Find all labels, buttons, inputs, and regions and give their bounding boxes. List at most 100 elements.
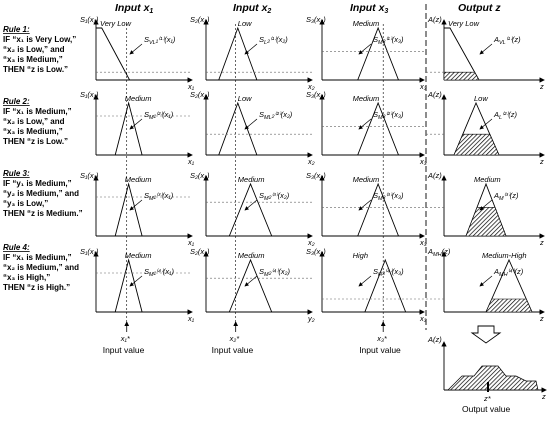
x-axis-label: y₂ — [307, 314, 315, 323]
input-marker-3: x₃*Input value — [359, 24, 401, 355]
rule-1-label: Rule 1:IF “x₁ is Very Low,”“x₂ is Low,” … — [3, 25, 76, 74]
fuzzy-set-label: Medium — [238, 251, 265, 260]
aggregated-output-area — [447, 365, 539, 391]
fuzzy-set-label: Medium-High — [482, 251, 527, 260]
pointer-arrow — [479, 43, 493, 55]
x-axis-label: z — [539, 238, 544, 247]
y-axis-label: A(z) — [427, 335, 442, 344]
rule-labels: Rule 1:IF “x₁ is Very Low,”“x₂ is Low,” … — [3, 25, 83, 292]
x-axis-label: z — [539, 314, 544, 323]
membership-function-label: SL₂⁽¹⁾(x₂) — [259, 35, 288, 46]
fuzzy-set-label: Very Low — [448, 19, 480, 28]
rule-line: “x₃ is Medium,” — [3, 55, 63, 64]
pointer-arrow — [358, 118, 372, 130]
clipped-consequent-area — [485, 298, 533, 313]
pointer-arrow — [479, 199, 493, 211]
x-axis-label: z — [539, 82, 544, 91]
rule-line: “x₂ is Medium,” and — [3, 263, 79, 272]
x-axis-label: z — [541, 392, 546, 401]
rule-line: THEN “z is High.” — [3, 283, 70, 292]
fuzzy-set-label: Medium — [125, 251, 152, 260]
membership-function-label: S₂(x₂) — [190, 90, 210, 99]
pointer-arrow — [358, 199, 372, 211]
membership-function-label: S₃(x₃) — [306, 247, 326, 256]
membership-function-curve — [485, 258, 533, 313]
rule-line: “y₃ is Low,” — [3, 199, 48, 208]
membership-function-label: S₁(x₁) — [80, 90, 99, 99]
membership-function-label: SML₂⁽²⁾(x₂) — [259, 110, 293, 121]
x-axis-label: x₃ — [419, 82, 427, 91]
clipped-consequent-area — [465, 207, 507, 237]
membership-function-label: AM⁽³⁾(z) — [493, 191, 519, 202]
membership-function-label: SM₂⁽³⁾(x₂) — [259, 191, 290, 202]
rule-line: IF “x₁ is Medium,” — [3, 107, 72, 116]
x-axis-label: z — [539, 157, 544, 166]
pointer-arrow — [129, 199, 143, 211]
pointer-arrow — [358, 275, 372, 287]
input-caption: Input value — [212, 345, 254, 355]
input-marker-1: x₁*Input value — [103, 24, 145, 355]
rule-line: “y₂ is Medium,” and — [3, 189, 79, 198]
membership-function-curve — [96, 27, 130, 81]
fuzzy-set-label: High — [353, 251, 368, 260]
input-value-label: x₂* — [229, 334, 241, 343]
rule-title: Rule 3: — [3, 169, 30, 178]
membership-function-label: A(z) — [427, 171, 442, 180]
membership-function-curve — [357, 182, 399, 237]
pointer-arrow — [479, 275, 493, 287]
membership-function-label: SM₃⁽²⁾(x₃) — [373, 110, 404, 121]
membership-function-label: SM₁⁽⁴⁾(x₁) — [144, 267, 175, 278]
membership-function-label: SM₁⁽²⁾(x₁) — [144, 110, 174, 121]
output-caption: Output value — [462, 404, 510, 414]
membership-function-label: AMH(z) — [427, 247, 451, 258]
membership-function-label: SVL₁⁽¹⁾(x₁) — [144, 35, 176, 46]
aggregation-arrow-icon — [470, 325, 502, 344]
header-output-z: Output z — [458, 2, 501, 14]
x-axis-label: x₁ — [187, 314, 195, 323]
fuzzy-set-label: Medium — [353, 175, 380, 184]
rule-4-label: Rule 4:IF “x₁ is Medium,”“x₂ is Medium,”… — [3, 243, 79, 292]
membership-function-curve — [218, 101, 258, 156]
input-caption: Input value — [359, 345, 401, 355]
rule-3-label: Rule 3:IF “y₁ is Medium,”“y₂ is Medium,”… — [3, 169, 83, 218]
x-axis-label: x₃ — [419, 314, 427, 323]
x-axis-label: x₂ — [307, 157, 315, 166]
membership-function-curve — [357, 101, 399, 156]
membership-function-label: S₁(x₁) — [80, 247, 99, 256]
membership-function-label: SM₃⁽¹⁾(x₃) — [373, 35, 404, 46]
membership-function-curve — [364, 258, 407, 313]
fuzzy-set-label: Low — [474, 94, 488, 103]
rule-line: IF “x₁ is Very Low,” — [3, 35, 76, 44]
rule-line: THEN “z is Medium.” — [3, 209, 83, 218]
header-input-x3: Input x3 — [350, 2, 388, 15]
output-value-label: z* — [483, 394, 492, 403]
rule-2-label: Rule 2:IF “x₁ is Medium,”“x₂ is Low,” an… — [3, 97, 72, 146]
x-axis-label: x₁ — [187, 82, 195, 91]
input-value-label: x₁* — [120, 334, 131, 343]
fuzzy-set-label: Medium — [474, 175, 501, 184]
membership-function-label: S₂(x₂) — [190, 15, 210, 24]
aggregated-output-plot: A(z) z z*Output value — [427, 335, 547, 414]
x-axis-label: x₂ — [307, 82, 315, 91]
membership-function-label: S₂(x₂) — [190, 171, 210, 180]
x-axis-label: x₁ — [187, 157, 195, 166]
x-axis-label: x₁ — [187, 238, 195, 247]
input-marker-2: x₂* Input value — [212, 24, 254, 355]
fuzzy-set-label: Very Low — [100, 19, 132, 28]
x-axis-label: x₃ — [419, 157, 427, 166]
rule-line: IF “y₁ is Medium,” — [3, 179, 72, 188]
